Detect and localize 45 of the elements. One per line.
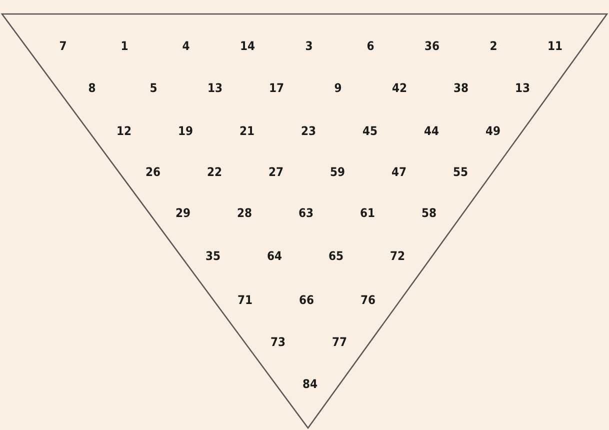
- number-label: 45: [362, 125, 378, 137]
- number-label: 61: [360, 207, 376, 219]
- number-label: 11: [547, 40, 563, 52]
- number-label: 7: [59, 40, 67, 52]
- number-label: 84: [302, 378, 318, 390]
- number-label: 19: [178, 125, 194, 137]
- number-label: 4: [182, 40, 190, 52]
- number-label: 44: [424, 125, 440, 137]
- number-label: 77: [332, 336, 348, 348]
- number-label: 59: [330, 166, 346, 178]
- number-label: 12: [116, 125, 132, 137]
- number-label: 28: [236, 207, 252, 219]
- number-label: 8: [88, 82, 96, 94]
- number-label: 14: [240, 40, 256, 52]
- number-label: 26: [145, 166, 161, 178]
- number-label: 6: [366, 40, 374, 52]
- number-label: 13: [514, 82, 530, 94]
- number-label: 22: [206, 166, 222, 178]
- number-label: 65: [328, 250, 344, 262]
- number-label: 2: [490, 40, 498, 52]
- number-label: 64: [266, 250, 282, 262]
- number-label: 9: [334, 82, 342, 94]
- number-label: 72: [390, 250, 406, 262]
- number-label: 17: [268, 82, 284, 94]
- number-label: 13: [207, 82, 223, 94]
- number-label: 1: [120, 40, 128, 52]
- number-label: 55: [452, 166, 468, 178]
- number-label: 76: [360, 294, 376, 306]
- number-label: 71: [237, 294, 253, 306]
- number-label: 38: [453, 82, 469, 94]
- number-label: 66: [298, 294, 314, 306]
- number-label: 47: [391, 166, 407, 178]
- number-label: 23: [300, 125, 316, 137]
- number-label: 3: [305, 40, 313, 52]
- number-label: 42: [392, 82, 408, 94]
- number-label: 63: [298, 207, 314, 219]
- number-label: 21: [239, 125, 255, 137]
- number-label: 5: [150, 82, 158, 94]
- number-label: 29: [175, 207, 191, 219]
- number-label: 73: [270, 336, 286, 348]
- number-label: 49: [485, 125, 501, 137]
- number-label: 36: [424, 40, 440, 52]
- number-label: 58: [421, 207, 437, 219]
- number-label: 35: [205, 250, 221, 262]
- number-label: 27: [268, 166, 284, 178]
